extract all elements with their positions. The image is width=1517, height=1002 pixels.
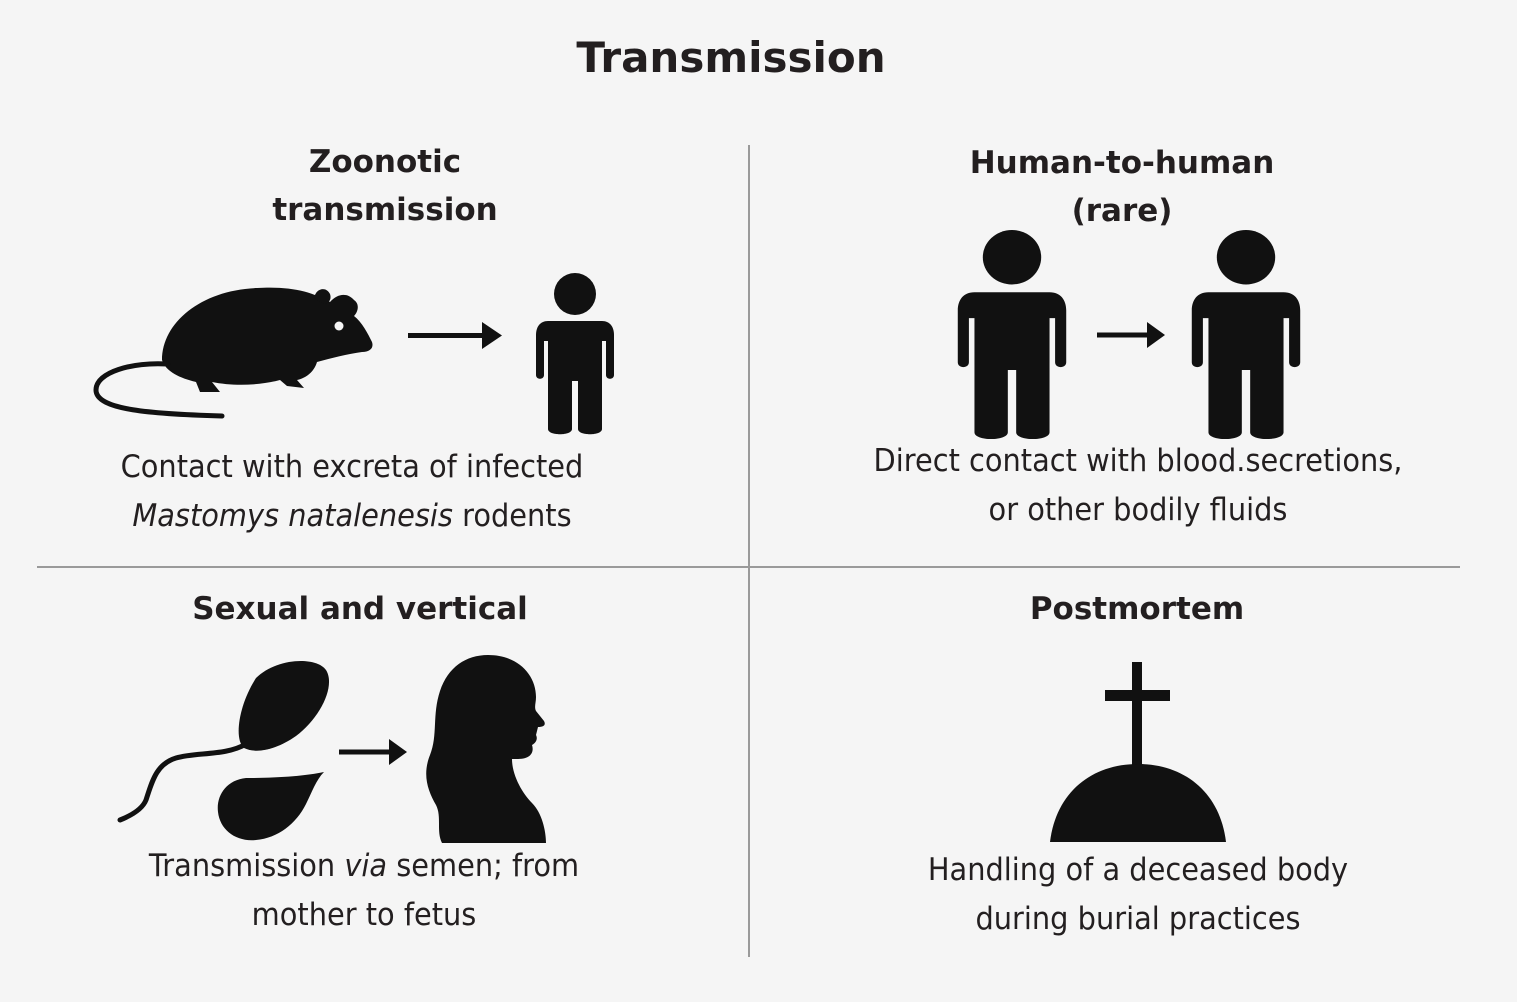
sexual-vertical-caption-line1: Transmission via semen; from <box>85 842 643 891</box>
postmortem-caption-line1: Handling of a deceased body <box>927 852 1349 888</box>
human-to-human-heading-line2: (rare) <box>1071 193 1173 229</box>
person-icon <box>536 273 614 435</box>
zoonotic-caption-line2: Mastomys natalenesis rodents <box>73 492 631 541</box>
diagram-title: Transmission <box>576 33 886 82</box>
zoonotic-caption-line2-rest: rodents <box>452 498 572 534</box>
rat-icon <box>93 287 373 419</box>
arrow-right-icon <box>1097 322 1165 348</box>
arrow-right-icon <box>339 739 407 765</box>
zoonotic-heading-line2: transmission <box>272 192 498 228</box>
via-word: via <box>344 848 388 884</box>
person-icon <box>957 230 1067 440</box>
drop-icon <box>217 772 324 841</box>
sexual-vertical-caption-line2: mother to fetus <box>251 897 477 933</box>
grave-cross-icon <box>1050 662 1226 842</box>
vertical-divider <box>748 145 750 957</box>
sperm-icon <box>117 660 330 823</box>
woman-profile-icon <box>426 655 546 843</box>
arrow-right-icon <box>408 322 502 349</box>
person-icon <box>1191 230 1301 440</box>
postmortem-heading: Postmortem <box>1029 591 1245 627</box>
postmortem-caption-line2: during burial practices <box>975 901 1301 937</box>
species-name: Mastomys natalenesis <box>132 498 453 534</box>
horizontal-divider <box>37 566 1460 568</box>
human-to-human-caption-line2: or other bodily fluids <box>988 492 1288 528</box>
human-to-human-caption-line1: Direct contact with blood.secretions, <box>873 443 1403 479</box>
sexual-vertical-heading: Sexual and vertical <box>192 591 528 627</box>
sexual-vertical-caption-part-b: semen; from <box>387 848 580 884</box>
zoonotic-caption-line1: Contact with excreta of infected <box>120 449 584 485</box>
zoonotic-heading-line1: Zoonotic <box>308 144 462 180</box>
human-to-human-heading-line1: Human-to-human <box>969 145 1275 181</box>
sexual-vertical-caption-part-a: Transmission <box>148 848 345 884</box>
